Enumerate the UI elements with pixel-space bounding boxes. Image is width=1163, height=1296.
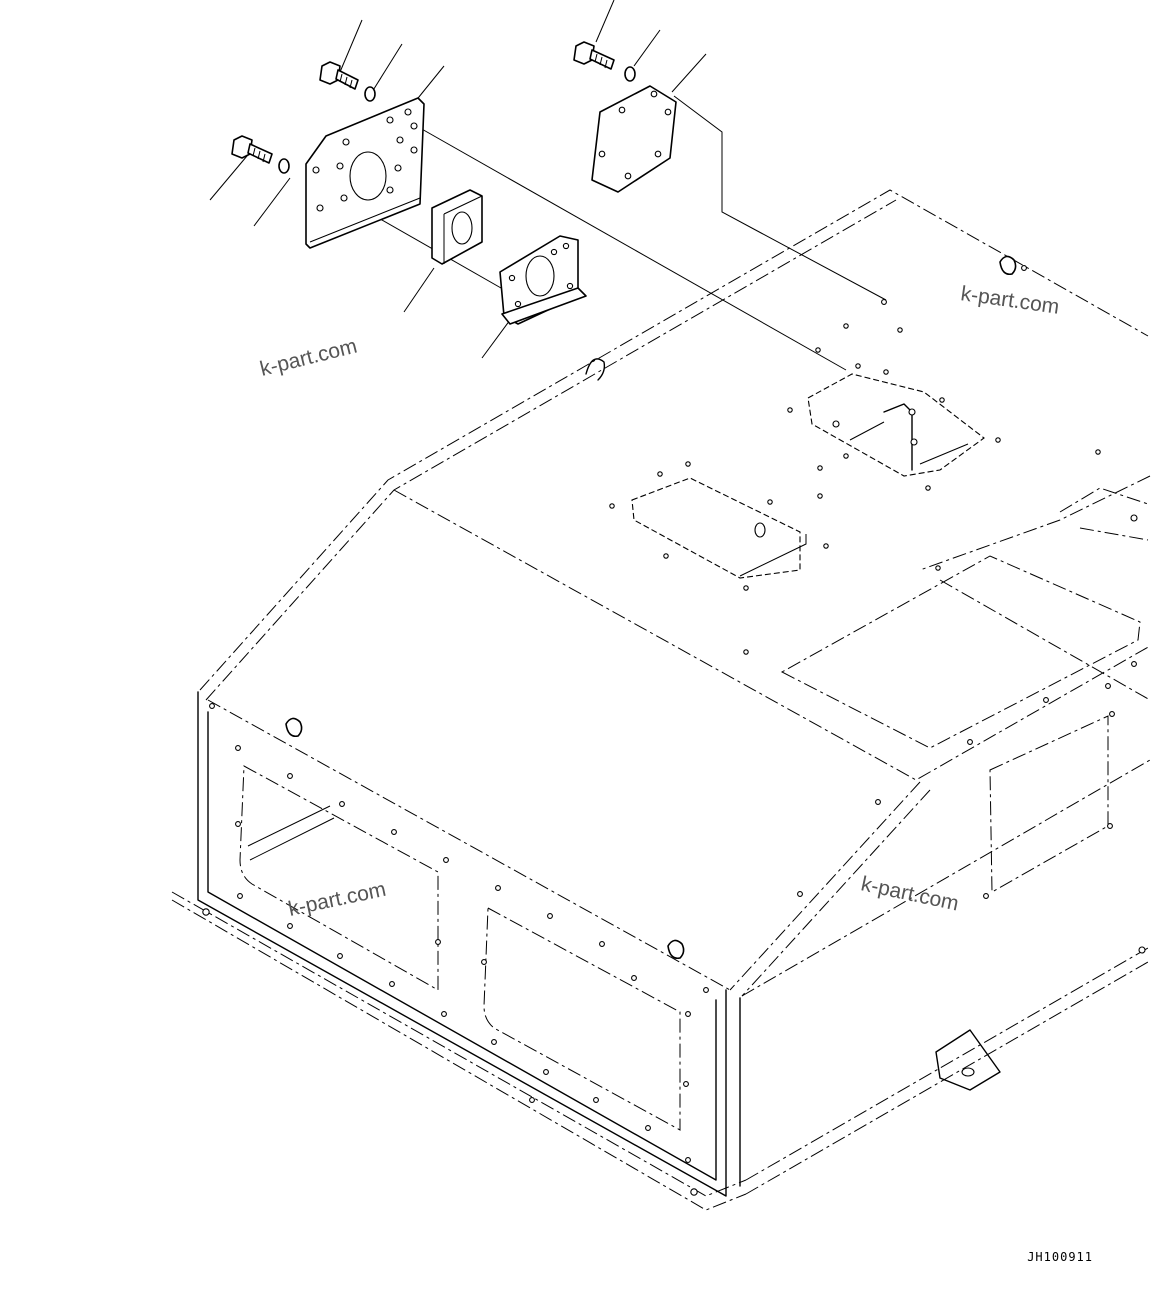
angle-bracket — [499, 235, 587, 325]
drawing-code: JH100911 — [1027, 1250, 1093, 1264]
spacer-block — [431, 189, 483, 265]
engine-hood-housing — [171, 189, 1151, 1211]
bolt-upper-left — [319, 61, 359, 90]
watermark-2: k-part.com — [258, 335, 360, 381]
watermark-3: k-part.com — [286, 878, 388, 921]
washer-lower-left — [278, 158, 290, 174]
bolt-upper-right — [573, 41, 615, 70]
bolt-holes — [202, 265, 1146, 1196]
watermarks: k-part.com k-part.com k-part.com k-part.… — [258, 282, 1061, 921]
mounting-plate — [305, 97, 425, 249]
bolt-lower-left — [231, 135, 273, 164]
cover-plate — [591, 85, 677, 193]
leader-lines — [209, 0, 707, 359]
watermark-1: k-part.com — [959, 282, 1060, 319]
washer-upper-right — [624, 66, 636, 82]
washer-upper-left — [364, 86, 376, 102]
